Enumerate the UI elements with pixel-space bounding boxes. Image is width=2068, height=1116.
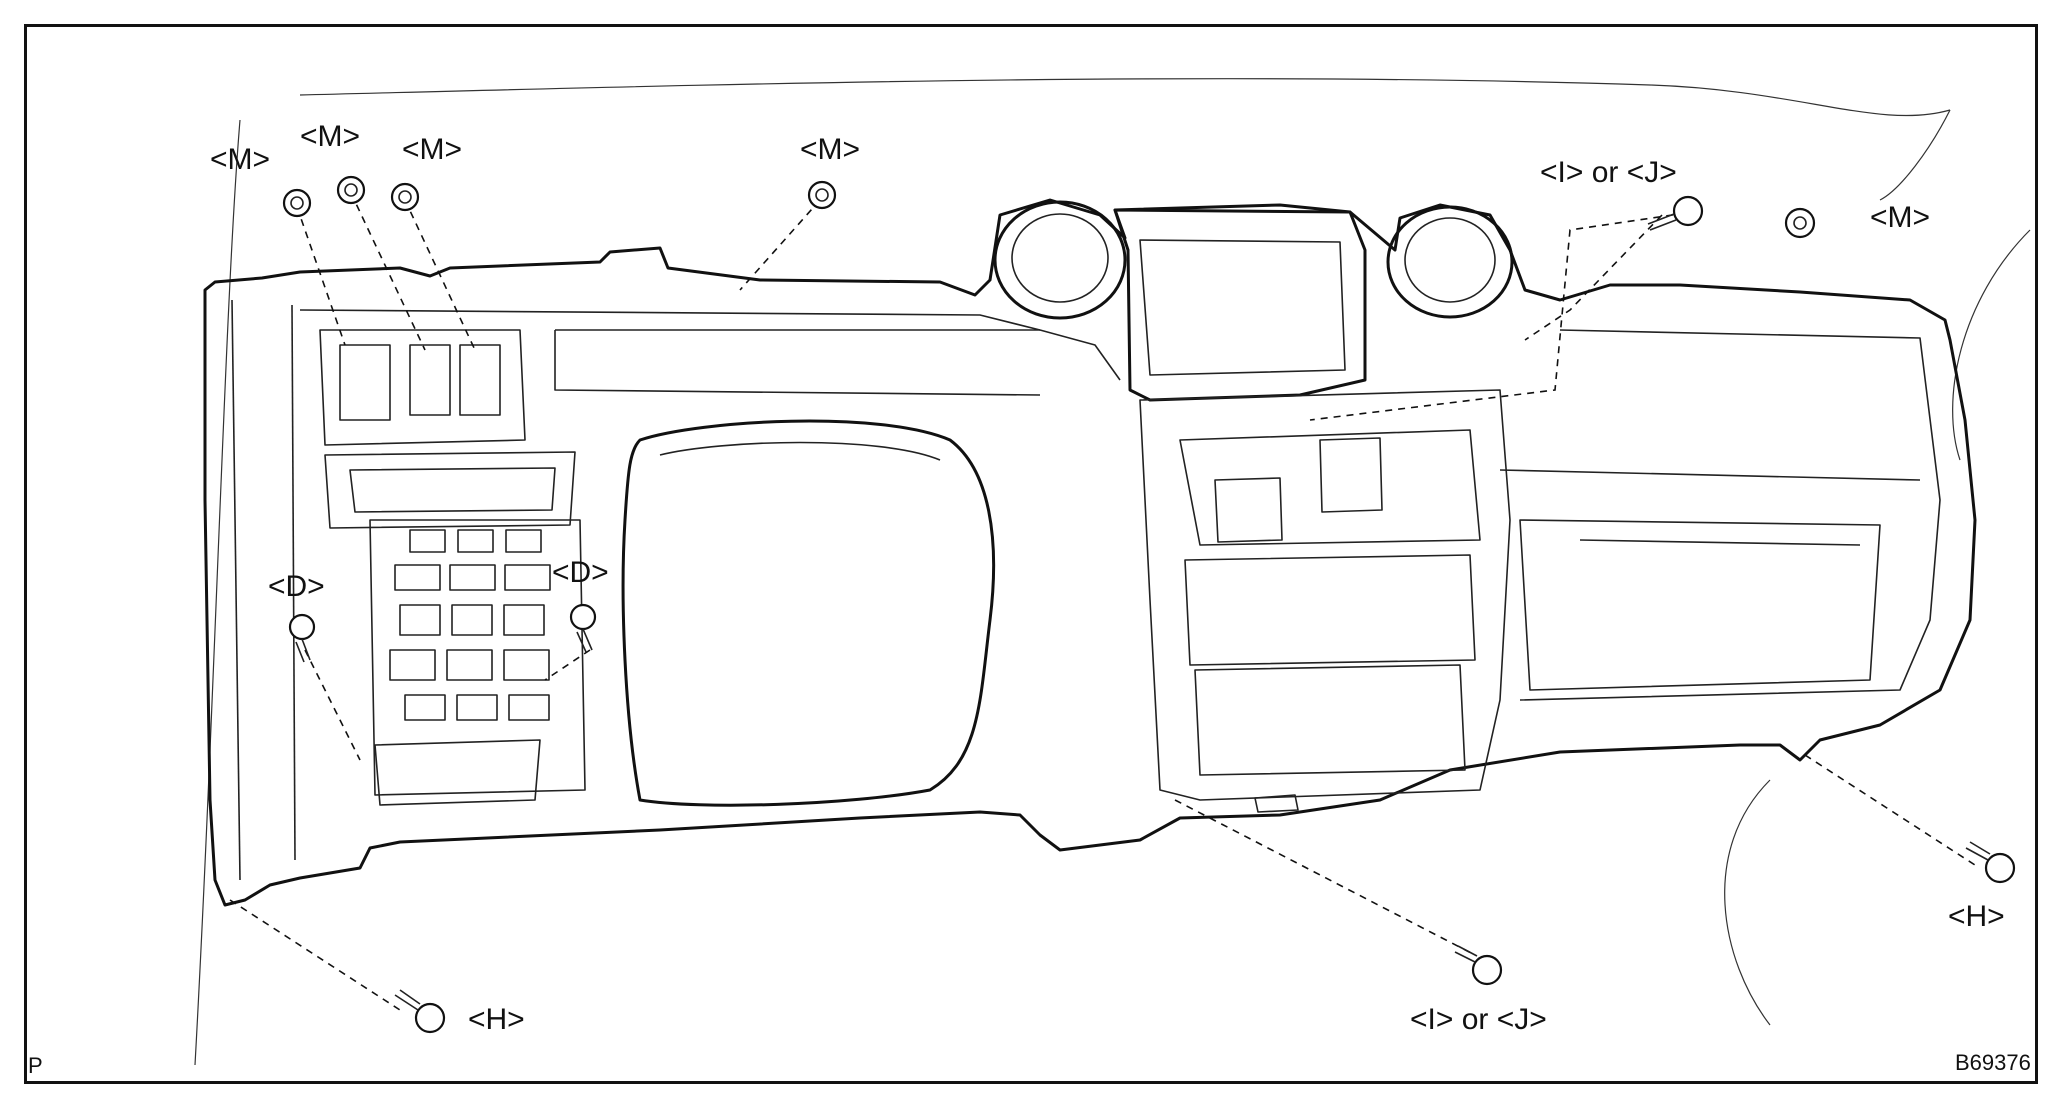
nut-m5-icon: [1784, 207, 1816, 239]
label-ij-bottom: <I> or <J>: [1410, 1003, 1547, 1036]
screw-d-right-icon: [569, 603, 597, 653]
label-m-center-left: <M>: [300, 120, 361, 153]
screw-d-left-icon: [288, 613, 316, 663]
nut-m1-icon: [282, 188, 312, 218]
label-m-top: <M>: [800, 133, 861, 166]
instrument-panel: [203, 198, 1977, 907]
nut-m3-icon: [390, 182, 420, 212]
label-m-left: <M>: [210, 143, 271, 176]
leader-lines: [229, 192, 1976, 1011]
nut-m4-icon: [807, 180, 837, 210]
label-m-right: <M>: [1870, 201, 1931, 234]
corner-mark: P: [28, 1053, 43, 1078]
label-h-left: <H>: [468, 1003, 525, 1036]
bolt-h-right-icon: [1965, 841, 2016, 884]
label-h-right: <H>: [1948, 900, 2005, 933]
label-m-center-right: <M>: [402, 133, 463, 166]
fasteners: [282, 175, 2016, 1034]
figure-id: B69376: [1955, 1050, 2031, 1075]
vehicle-body-lines: [194, 78, 2031, 1066]
label-ij-top: <I> or <J>: [1540, 156, 1677, 189]
bolt-ij-top-icon: [1647, 195, 1704, 231]
bolt-ij-bottom-icon: [1454, 945, 1503, 986]
nut-m2-icon: [336, 175, 366, 205]
bolt-h-left-icon: [394, 989, 446, 1034]
label-d-right: <D>: [552, 556, 609, 589]
label-d-left: <D>: [268, 570, 325, 603]
